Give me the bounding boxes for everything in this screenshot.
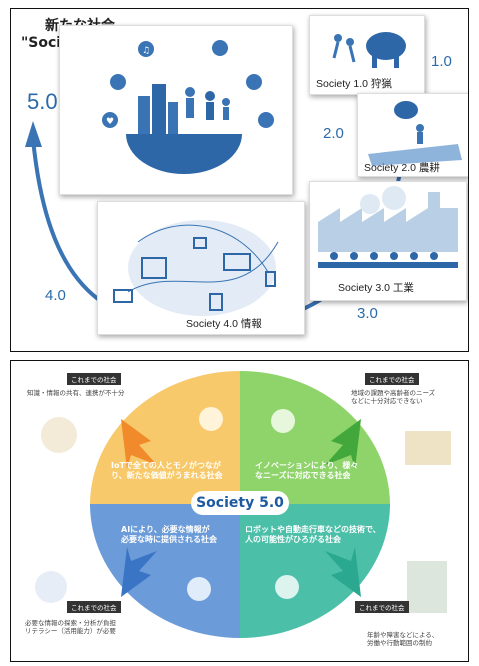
society4-label: Society 4.0 情報 xyxy=(186,318,262,330)
society3-label: Society 3.0 工業 xyxy=(338,282,414,294)
note-br: 年齢や障害などによる、 労働や行動範囲の制約 xyxy=(367,631,439,647)
robot-icon xyxy=(275,575,299,599)
heart-icon: ♥ xyxy=(102,112,118,128)
society2-card: Society 2.0 農耕 xyxy=(357,93,468,177)
svg-text:01110110010010101: 01110110010010101 xyxy=(153,147,215,154)
arc-arrowhead-icon xyxy=(25,121,42,147)
iot-person-icon xyxy=(199,407,223,431)
cloud-icon xyxy=(212,40,228,56)
badge-past-br: これまでの社会 xyxy=(355,601,409,613)
ai-person-icon xyxy=(187,577,211,601)
society5-center-label: Society 5.0 xyxy=(191,491,289,515)
quadrant-robot-label: ロボットや自動走行車などの技術で、 人の可能性がひろがる社会 xyxy=(245,525,381,544)
svg-text:0111101010100000: 0111101010100000 xyxy=(155,163,213,170)
quadrant-iot xyxy=(90,371,240,504)
quadrant-robot xyxy=(240,504,390,638)
badge-past-bl: これまでの社会 xyxy=(67,601,121,613)
svg-text:♥: ♥ xyxy=(106,117,114,127)
quadrant-innovation xyxy=(240,371,390,504)
badge-past-tr: これまでの社会 xyxy=(365,373,419,385)
stage-number-3: 3.0 xyxy=(357,305,378,322)
arrow-tr-icon xyxy=(325,419,361,469)
note-tl: 知識・情報の共有、連携が不十分 xyxy=(27,389,125,397)
hunting-illustration xyxy=(332,32,406,68)
note-tr: 地域の課題や高齢者のニーズ などに十分対応できない xyxy=(351,389,436,405)
arrow-bl-icon xyxy=(121,547,157,597)
stage-number-2: 2.0 xyxy=(323,125,344,142)
society5-concept-panel: これまでの社会 これまでの社会 これまでの社会 これまでの社会 知識・情報の共有… xyxy=(10,360,469,662)
quadrant-circle xyxy=(35,371,451,638)
society1-label: Society 1.0 狩猟 xyxy=(316,78,392,90)
svg-text:♫: ♫ xyxy=(142,46,150,56)
stage-number-5: 5.0 xyxy=(27,89,58,114)
apartment-icon xyxy=(407,561,447,613)
quadrant-ai-label: AIにより、必要な情報が 必要な時に提供される社会 xyxy=(121,525,217,544)
smart-city-illustration: ♫ ♥ 01110110010010101 010110000010101010… xyxy=(102,40,274,174)
society3-card: Society 3.0 工業 xyxy=(309,181,467,301)
information-network-illustration xyxy=(113,220,279,316)
desk-worker-icon xyxy=(141,257,167,279)
badge-past-tl: これまでの社会 xyxy=(67,373,121,385)
stage-number-1: 1.0 xyxy=(431,53,452,70)
store-icon xyxy=(246,74,262,90)
society4-card: Society 4.0 情報 xyxy=(97,201,305,335)
arrow-tl-icon xyxy=(121,419,157,469)
society5-card: ♫ ♥ 01110110010010101 010110000010101010… xyxy=(59,25,293,195)
tree-icon xyxy=(394,101,418,119)
quadrant-iot-label: IoTで全ての人とモノがつなが り、新たな価値がうまれる社会 xyxy=(111,461,223,480)
factory-illustration xyxy=(318,186,458,268)
society2-label: Society 2.0 農耕 xyxy=(364,162,440,174)
graduation-cap-icon xyxy=(258,112,274,128)
arrow-br-icon xyxy=(325,547,361,597)
music-icon: ♫ xyxy=(138,41,154,57)
rural-house-icon xyxy=(405,431,451,465)
phone-icon xyxy=(265,271,276,287)
society-evolution-panel: 新たな社会 "Society 5.0" 5.0 ♫ ♥ 011101100100… xyxy=(10,8,469,352)
mammoth-icon xyxy=(366,32,406,60)
computer-icon xyxy=(113,289,133,303)
stage-number-4: 4.0 xyxy=(45,287,66,304)
svg-text:0101100000101010100: 0101100000101010100 xyxy=(150,155,219,162)
scale-icon xyxy=(110,74,126,90)
laptop-icon xyxy=(223,253,251,271)
searching-person-icon xyxy=(35,571,67,603)
note-bl: 必要な情報の探索・分析が負担 リテラシー（活用能力）が必要 xyxy=(25,619,116,635)
confused-person-icon xyxy=(41,417,77,453)
farming-illustration xyxy=(368,101,462,166)
society1-card: Society 1.0 狩猟 xyxy=(309,15,425,95)
tablet-icon xyxy=(209,293,223,311)
drone-icon xyxy=(271,409,295,433)
quadrant-ai xyxy=(90,504,240,638)
quadrant-innovation-label: イノベーションにより、様々 なニーズに対応できる社会 xyxy=(255,461,359,480)
